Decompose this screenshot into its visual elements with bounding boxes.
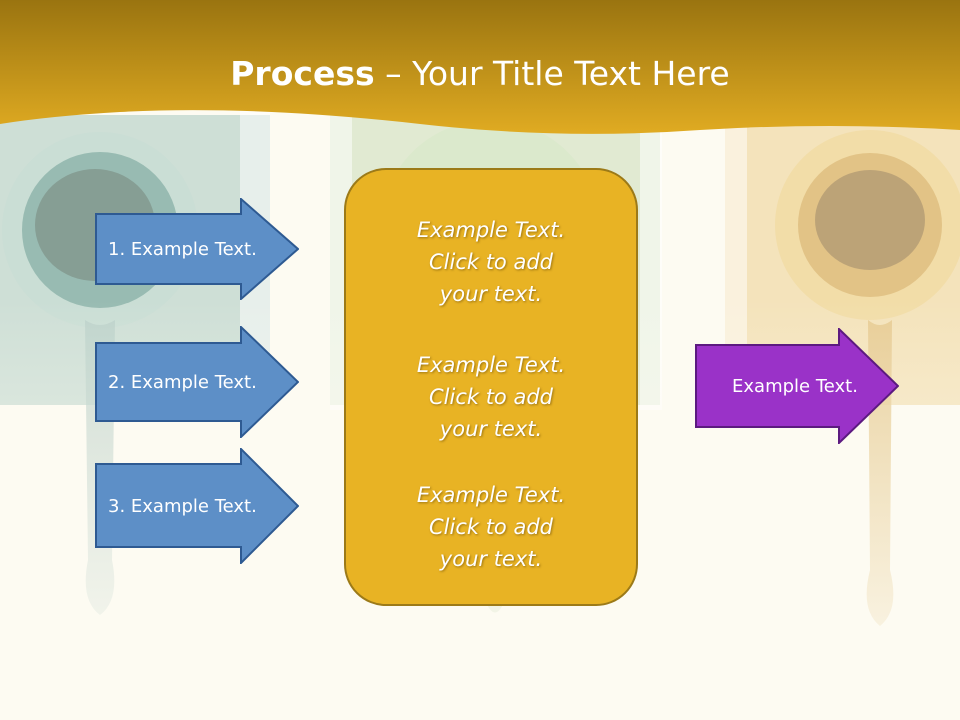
left-arrow-3-shape (95, 448, 299, 564)
center-block-2: Example Text. Click to add your text. (346, 349, 636, 445)
center-block-3-line1: Example Text. (416, 483, 566, 507)
left-arrow-1-label: 1. Example Text. (108, 238, 257, 260)
center-block-3: Example Text. Click to add your text. (346, 479, 636, 575)
left-arrow-1[interactable]: 1. Example Text. (95, 198, 299, 300)
left-arrow-1-shape (95, 198, 299, 300)
center-block-2-line3: your text. (439, 417, 543, 441)
right-arrow-shape (695, 328, 899, 444)
right-arrow-label: Example Text. (732, 375, 858, 397)
center-text-box[interactable]: Example Text. Click to add your text. Ex… (344, 168, 638, 606)
left-arrow-3[interactable]: 3. Example Text. (95, 448, 299, 564)
slide-title: Process – Your Title Text Here (0, 52, 960, 96)
title-rest: – Your Title Text Here (374, 54, 730, 93)
center-block-3-line2: Click to add (428, 515, 553, 539)
left-arrow-3-label: 3. Example Text. (108, 495, 257, 517)
title-bold: Process (230, 54, 375, 93)
center-block-2-line2: Click to add (428, 385, 553, 409)
center-block-1: Example Text. Click to add your text. (346, 214, 636, 310)
left-arrow-2[interactable]: 2. Example Text. (95, 326, 299, 438)
center-block-1-line1: Example Text. (416, 218, 566, 242)
center-block-1-line3: your text. (439, 282, 543, 306)
center-block-2-line1: Example Text. (416, 353, 566, 377)
center-block-1-line2: Click to add (428, 250, 553, 274)
left-arrow-2-label: 2. Example Text. (108, 371, 257, 393)
center-block-3-line3: your text. (439, 547, 543, 571)
right-arrow[interactable]: Example Text. (695, 328, 899, 444)
left-arrow-2-shape (95, 326, 299, 438)
header-band (0, 0, 960, 134)
